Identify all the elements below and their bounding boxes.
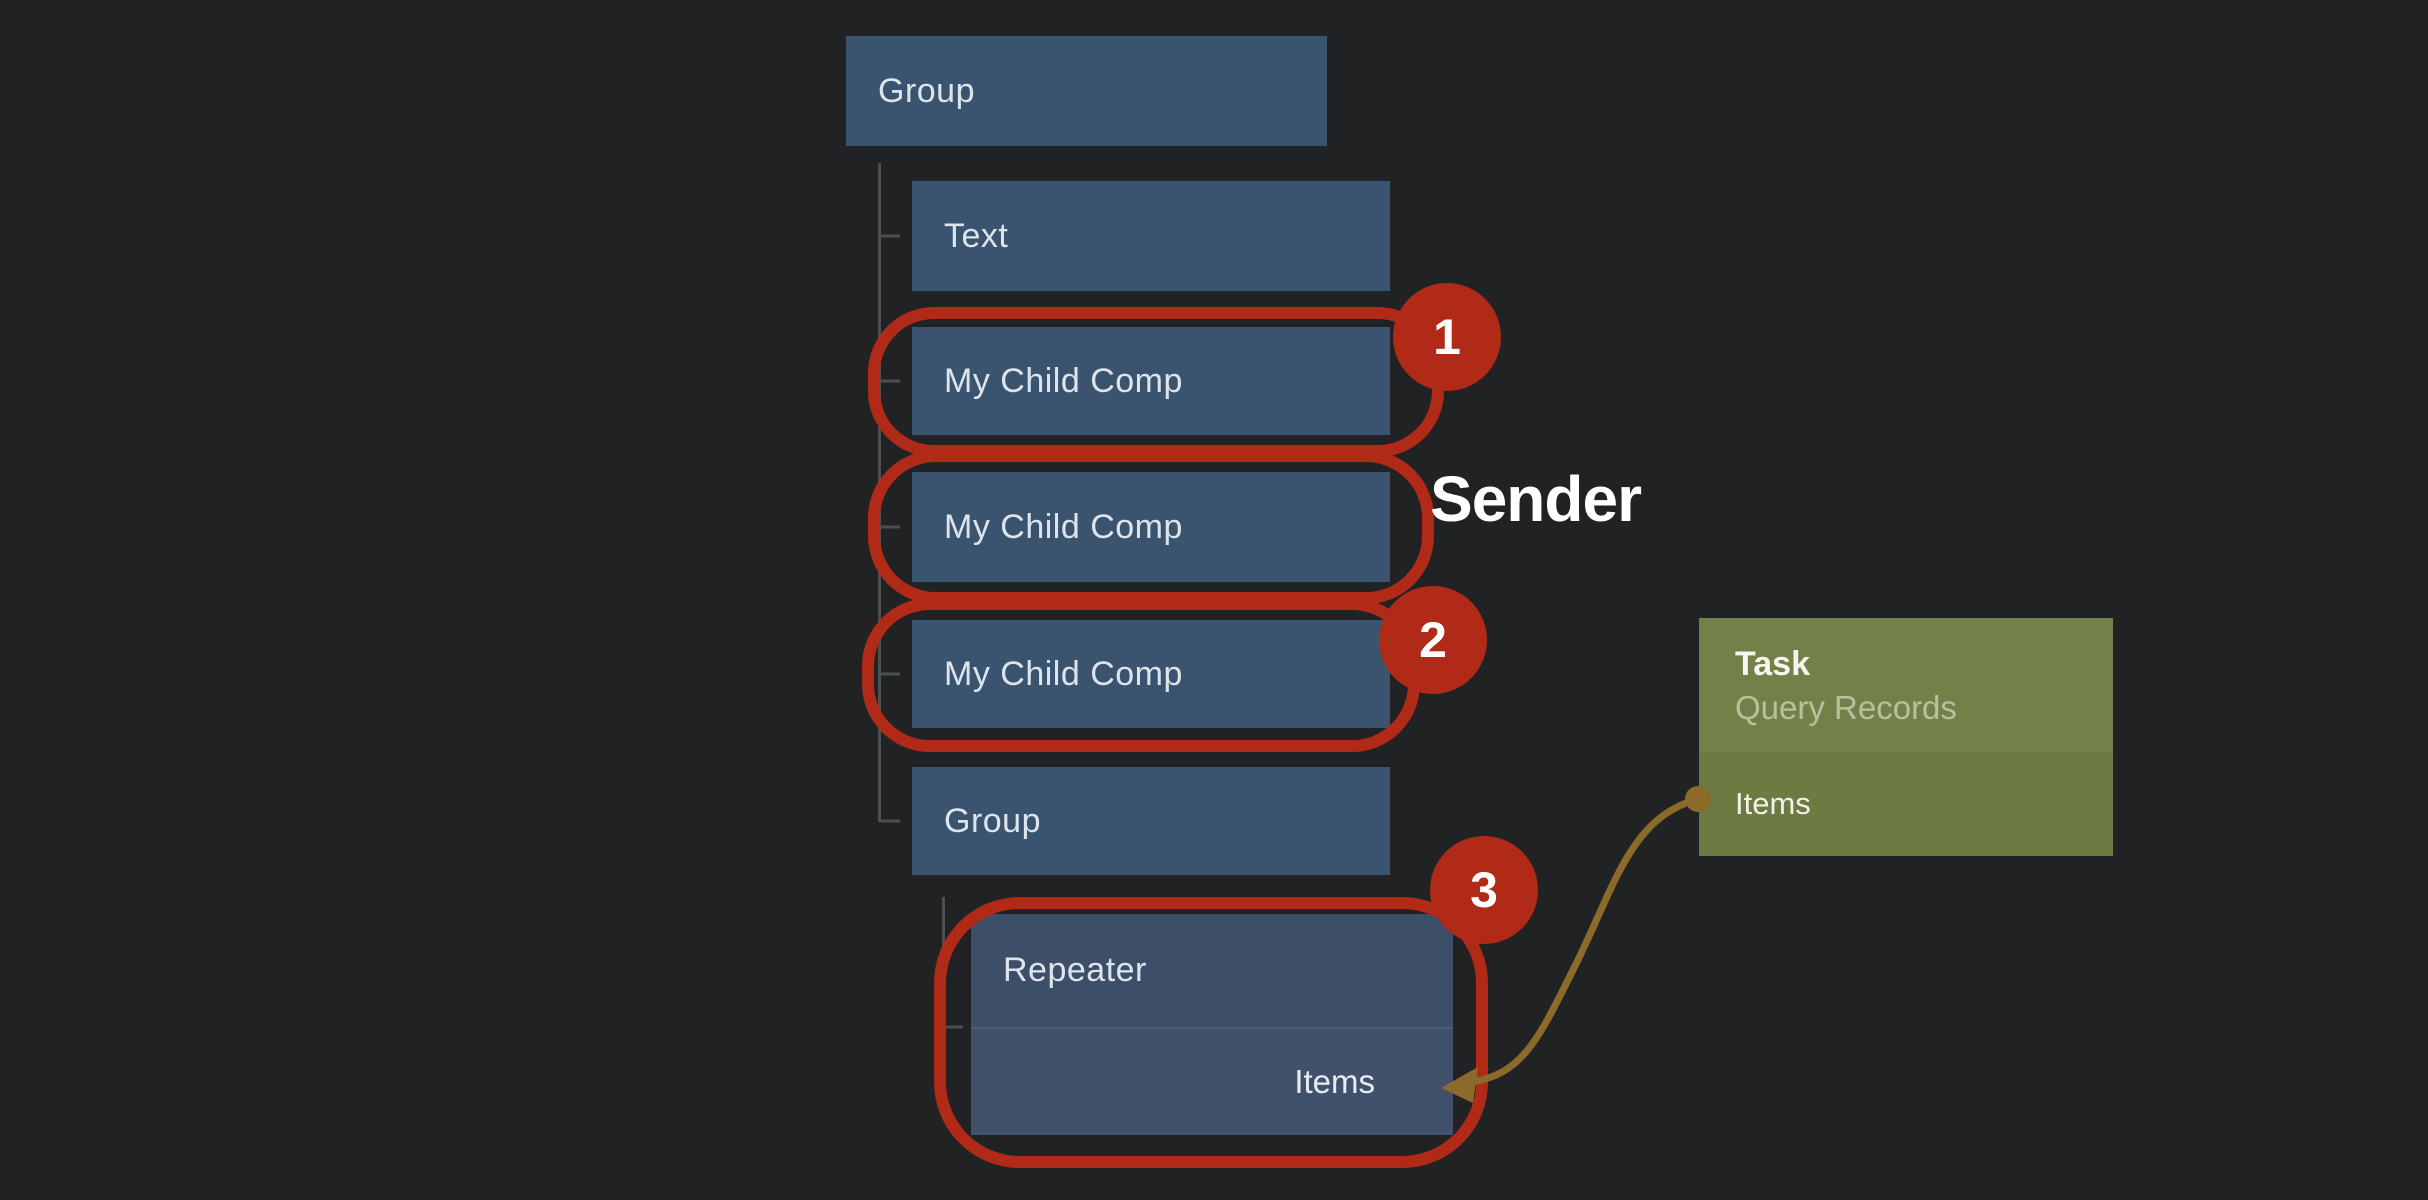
- step-badge-1: 1: [1393, 283, 1501, 391]
- tree-node-group-nested[interactable]: Group: [912, 767, 1390, 875]
- tree-node-label: My Child Comp: [944, 507, 1183, 546]
- tree-node-label: My Child Comp: [944, 654, 1183, 693]
- tree-node-label: Group: [944, 801, 1041, 840]
- step-badge-number: 3: [1470, 862, 1498, 918]
- step-badge-number: 2: [1419, 612, 1447, 668]
- tree-node-label: My Child Comp: [944, 361, 1183, 400]
- flow-start-dot: [1685, 786, 1711, 812]
- tree-node-label: Text: [944, 216, 1009, 255]
- binding-flow-curve: [1471, 795, 1699, 1086]
- task-card[interactable]: Task Query Records Items: [1699, 618, 2113, 856]
- sender-label: Sender: [1430, 463, 1642, 535]
- step-badge-3: 3: [1430, 836, 1538, 944]
- tree-node-label: Group: [878, 71, 975, 110]
- highlight-ring-repeater: [934, 897, 1488, 1168]
- flow-arrowhead-icon: [1441, 1067, 1478, 1103]
- tree-node-my-child-comp-3[interactable]: My Child Comp: [912, 620, 1390, 728]
- tree-node-repeater[interactable]: Repeater Items: [971, 914, 1453, 1135]
- tree-node-my-child-comp-2[interactable]: My Child Comp: [912, 472, 1390, 582]
- highlight-ring-3: [862, 598, 1420, 752]
- task-title: Task: [1735, 645, 1810, 683]
- task-subtitle: Query Records: [1735, 688, 1957, 726]
- step-badge-number: 1: [1433, 309, 1461, 365]
- repeater-items-slot[interactable]: Items: [971, 1027, 1453, 1135]
- tree-node-label: Repeater: [1003, 951, 1147, 989]
- highlight-ring-1: [868, 307, 1444, 457]
- task-card-header: Task Query Records: [1699, 618, 2113, 752]
- repeater-header: Repeater: [971, 914, 1453, 1027]
- tree-node-group-root[interactable]: Group: [846, 36, 1327, 146]
- task-output-label: Items: [1735, 786, 1811, 821]
- task-output-slot[interactable]: Items: [1699, 752, 2113, 856]
- repeater-items-label: Items: [1294, 1063, 1375, 1100]
- tree-node-text[interactable]: Text: [912, 181, 1390, 291]
- highlight-ring-2: [868, 450, 1434, 604]
- tree-node-my-child-comp-1[interactable]: My Child Comp: [912, 327, 1390, 435]
- step-badge-2: 2: [1379, 586, 1487, 694]
